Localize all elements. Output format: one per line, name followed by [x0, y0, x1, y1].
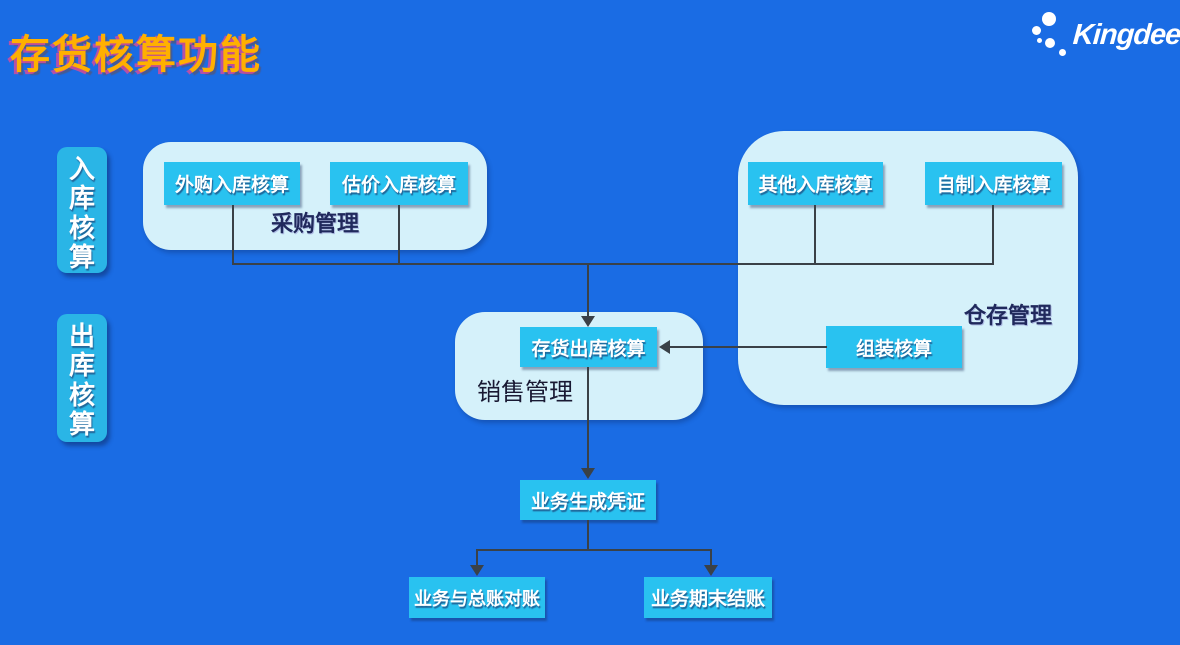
group-sales-management: 存货出库核算 销售管理: [455, 312, 703, 420]
logo-dot: [1045, 38, 1055, 48]
side-label-inbound-accounting: 入库核算: [57, 147, 107, 273]
connector-assembly-to-outbound: [670, 346, 827, 348]
connector-branch-left-down: [476, 549, 478, 566]
connector-bus-to-outbound: [587, 263, 589, 316]
group-warehouse-management: 其他入库核算 自制入库核算 仓存管理 组装核算: [738, 131, 1078, 405]
connector-purchased-down: [232, 205, 234, 265]
logo-dot: [1042, 12, 1056, 26]
side-label-outbound-accounting: 出库核算: [57, 314, 107, 442]
node-business-period-end-closing: 业务期末结账: [644, 577, 772, 618]
arrowhead-into-voucher-icon: [581, 468, 595, 479]
arrowhead-into-outbound-icon: [581, 316, 595, 327]
kingdee-wordmark: Kingdee: [1071, 19, 1180, 51]
group-purchase-management: 外购入库核算 估价入库核算 采购管理: [143, 142, 487, 250]
kingdee-logo: Kingdee: [1030, 4, 1180, 62]
kingdee-logo-dots-icon: [1030, 4, 1072, 62]
logo-dot: [1032, 26, 1041, 35]
logo-dot: [1037, 38, 1042, 43]
node-inventory-outbound-accounting: 存货出库核算: [520, 327, 657, 367]
node-estimated-inbound-accounting: 估价入库核算: [330, 162, 468, 205]
arrowhead-left-into-outbound-icon: [659, 340, 670, 354]
arrowhead-into-closing-icon: [704, 565, 718, 576]
group-label-purchase: 采购管理: [270, 211, 359, 236]
group-label-sales: 销售管理: [477, 380, 573, 406]
node-other-inbound-accounting: 其他入库核算: [748, 162, 883, 205]
node-business-generate-voucher: 业务生成凭证: [520, 480, 656, 520]
node-assembly-accounting: 组装核算: [826, 326, 962, 368]
connector-voucher-down: [587, 520, 589, 550]
node-selfmade-inbound-accounting: 自制入库核算: [925, 162, 1062, 205]
logo-dot: [1059, 49, 1066, 56]
connector-bus-horizontal: [232, 263, 994, 265]
arrowhead-into-reconciliation-icon: [470, 565, 484, 576]
connector-outbound-to-voucher: [587, 367, 589, 468]
connector-branch-right-down: [710, 549, 712, 566]
node-purchased-inbound-accounting: 外购入库核算: [164, 162, 300, 205]
connector-selfmade-down: [992, 205, 994, 265]
connector-branch-horizontal: [476, 549, 712, 551]
node-business-gl-reconciliation: 业务与总账对账: [409, 577, 545, 618]
page-title: 存货核算功能: [10, 33, 262, 77]
group-label-warehouse: 仓存管理: [963, 303, 1052, 328]
connector-estimated-down: [398, 205, 400, 265]
connector-other-down: [814, 205, 816, 265]
